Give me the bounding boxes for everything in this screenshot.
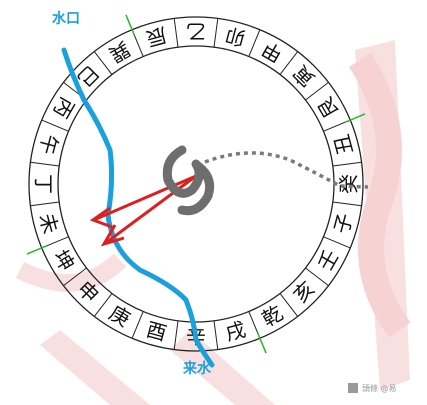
direction-tick (256, 332, 267, 354)
ring-character: 卯 (223, 23, 249, 51)
sector-divider (63, 267, 87, 287)
ring-character: 子 (329, 211, 357, 237)
arrow-line-2 (106, 174, 197, 244)
sector-divider (173, 320, 179, 350)
ring-character: 丑 (329, 132, 357, 158)
center-mark (162, 145, 215, 216)
water-inlet-label: 来水 (182, 360, 212, 377)
ring-character: 未 (35, 211, 63, 237)
red-arrows (89, 174, 197, 247)
ring-character: 酉 (144, 317, 170, 345)
sector-divider (279, 51, 299, 75)
outer-ring (28, 16, 364, 352)
ring-character: 辰 (144, 23, 170, 51)
sector-divider (93, 293, 113, 317)
ring-character: 午 (35, 132, 63, 158)
sector-divider (173, 18, 179, 48)
ring-character: 丁 (32, 174, 56, 194)
ring-character: 乙 (186, 20, 206, 44)
sector-divider-lines (30, 18, 362, 350)
sector-divider (279, 293, 299, 317)
sector-divider (305, 81, 329, 101)
ring-character: 癸 (337, 174, 361, 194)
sector-divider (323, 236, 351, 249)
background-watermark (15, 40, 411, 405)
sector-divider (30, 161, 60, 167)
sector-divider (332, 201, 362, 207)
sector-divider (93, 51, 113, 75)
ring-character: 戌 (223, 317, 249, 345)
sector-divider (41, 119, 69, 132)
green-direction-ticks (26, 14, 366, 354)
water-course (61, 47, 215, 368)
arrowhead-1 (89, 206, 113, 229)
arrow-line-1 (95, 174, 197, 221)
sector-divider (30, 201, 60, 207)
direction-tick (125, 14, 136, 36)
ring-character: 亥 (288, 276, 319, 307)
arrowhead-2 (100, 224, 125, 247)
ring-character: 寅 (288, 61, 319, 92)
sector-divider (248, 29, 261, 57)
corner-watermark: 頭條 @易 (348, 383, 397, 393)
dotted-path (204, 151, 369, 189)
sector-divider (305, 267, 329, 287)
sector-divider (213, 18, 219, 48)
direction-tick (344, 113, 366, 124)
svg-text:頭條 @易: 頭條 @易 (362, 383, 397, 393)
direction-tick (26, 244, 48, 255)
sector-divider (213, 320, 219, 350)
sector-divider (131, 311, 144, 339)
sector-divider (332, 161, 362, 167)
water-outlet-label: 水口 (52, 10, 80, 27)
